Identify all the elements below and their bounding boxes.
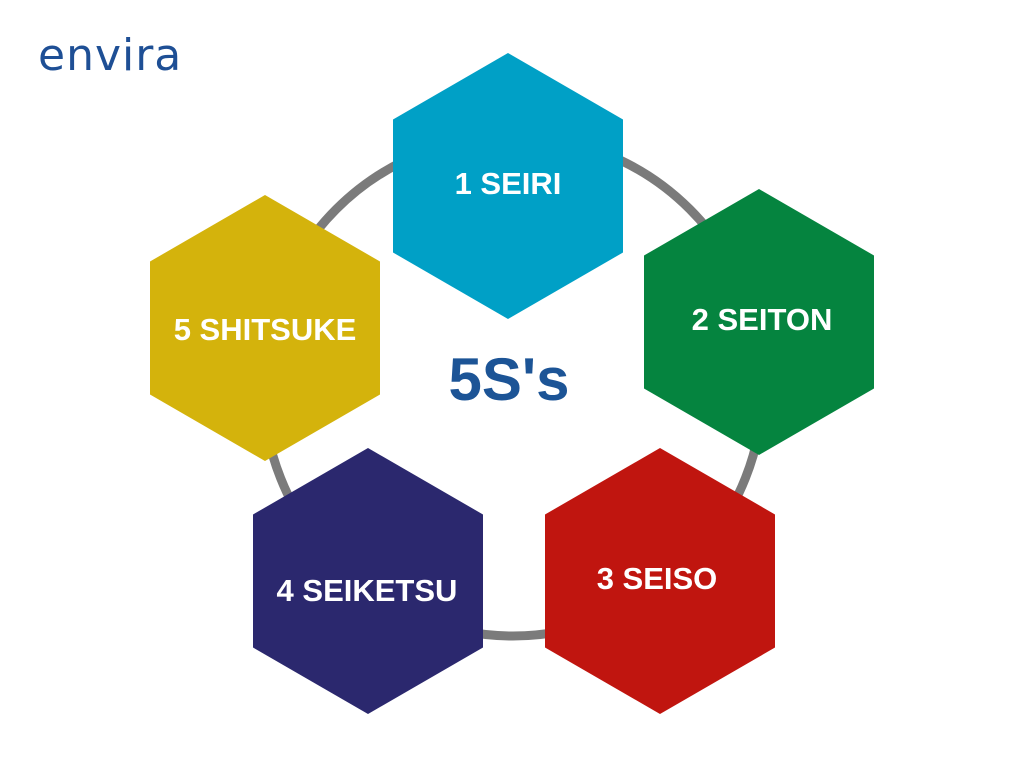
step-2-label: 2 SEITON — [692, 302, 833, 337]
step-1-label: 1 SEIRI — [455, 166, 562, 201]
step-2-seiton: 2 SEITON — [644, 189, 874, 455]
step-2-hexagon — [644, 189, 874, 455]
diagram-title: 5S's — [448, 346, 569, 413]
step-4-seiketsu: 4 SEIKETSU — [253, 448, 483, 714]
step-4-hexagon — [253, 448, 483, 714]
step-5-label: 5 SHITSUKE — [174, 312, 357, 347]
step-3-hexagon — [545, 448, 775, 714]
step-4-label: 4 SEIKETSU — [277, 573, 458, 608]
step-3-label: 3 SEISO — [597, 561, 718, 596]
step-5-shitsuke: 5 SHITSUKE — [150, 195, 380, 461]
envira-logo: envira — [38, 30, 182, 81]
step-1-hexagon — [393, 53, 623, 319]
step-1-seiri: 1 SEIRI — [393, 53, 623, 319]
step-5-hexagon — [150, 195, 380, 461]
step-3-seiso: 3 SEISO — [545, 448, 775, 714]
